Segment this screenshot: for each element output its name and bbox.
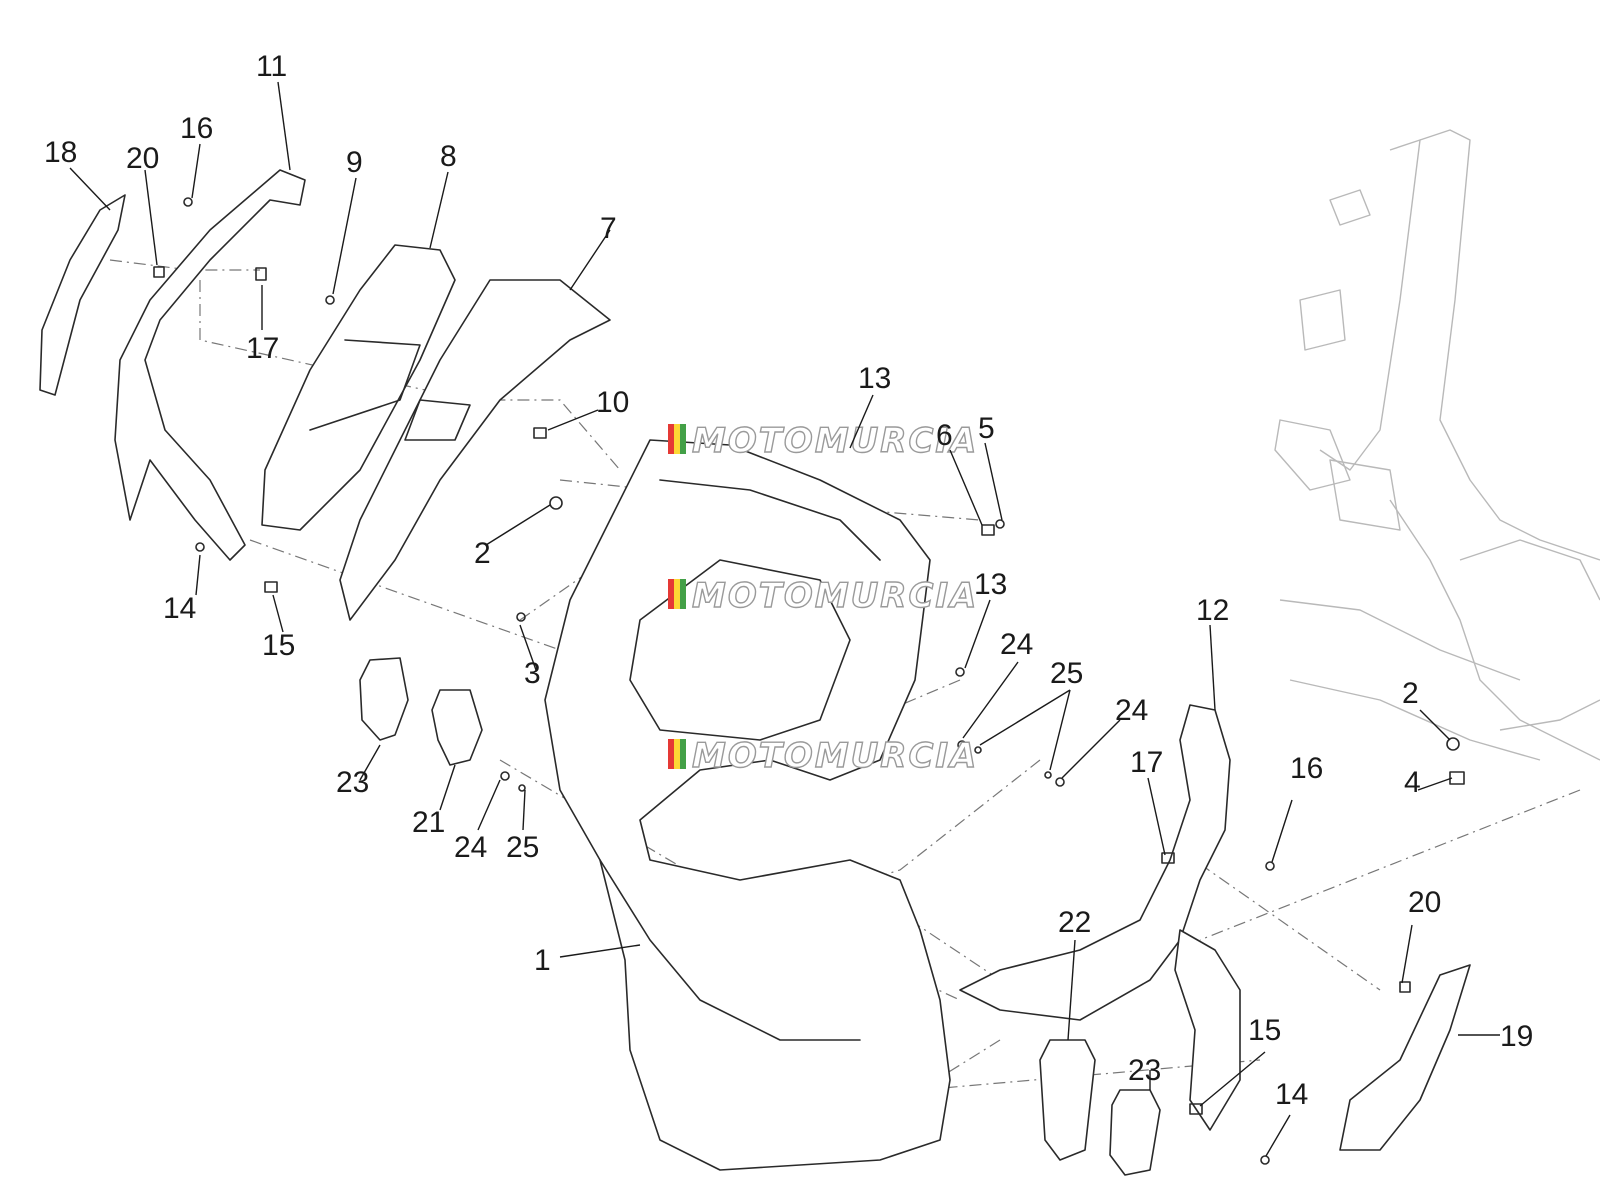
part-19-trim <box>1339 964 1471 1151</box>
callout-24b: 24 <box>1115 694 1148 727</box>
callout-10: 10 <box>596 386 629 419</box>
callout-16: 16 <box>180 112 213 145</box>
callout-18: 18 <box>44 136 77 169</box>
watermark-3: MOTOMURCIA <box>668 735 978 777</box>
callout-17: 17 <box>246 332 279 365</box>
callout-24c: 24 <box>454 831 487 864</box>
svg-text:MOTOMURCIA: MOTOMURCIA <box>692 421 978 461</box>
callout-15b: 15 <box>1248 1014 1281 1047</box>
part-12-lower-trim <box>1174 929 1241 1131</box>
callout-19: 19 <box>1500 1020 1533 1053</box>
part-22-pad <box>1039 1039 1096 1161</box>
callout-2b: 2 <box>1402 677 1419 710</box>
callout-25b: 25 <box>506 831 539 864</box>
callout-14: 14 <box>163 592 196 625</box>
part-23-pad-left <box>359 657 409 741</box>
part-18-trim <box>39 194 126 396</box>
callout-23b: 23 <box>1128 1054 1161 1087</box>
callout-14b: 14 <box>1275 1078 1308 1111</box>
callout-3: 3 <box>524 657 541 690</box>
callout-12: 12 <box>1196 594 1229 627</box>
part-21-bracket <box>431 689 483 766</box>
watermark-2: MOTOMURCIA <box>668 575 978 617</box>
callout-7: 7 <box>600 212 617 245</box>
part-8-center-cover <box>261 244 456 531</box>
callout-13: 13 <box>858 362 891 395</box>
fasteners <box>153 197 1465 1165</box>
callout-13b: 13 <box>974 568 1007 601</box>
leader-lines <box>69 81 1500 1157</box>
callout-23: 23 <box>336 766 369 799</box>
part-1-legshield <box>544 439 951 1171</box>
svg-text:MOTOMURCIA: MOTOMURCIA <box>692 576 978 616</box>
callout-labels: 11 16 18 20 9 8 7 17 10 13 6 5 2 13 14 1… <box>44 50 1533 1111</box>
callout-25: 25 <box>1050 657 1083 690</box>
callout-1: 1 <box>534 944 551 977</box>
callout-6: 6 <box>936 419 953 452</box>
callout-4: 4 <box>1404 766 1421 799</box>
watermark-1: MOTOMURCIA <box>668 420 978 462</box>
part-23-pad-right <box>1109 1089 1161 1176</box>
callout-20b: 20 <box>1408 886 1441 919</box>
part-7-inner-shield <box>339 279 611 621</box>
callout-5: 5 <box>978 412 995 445</box>
callout-8: 8 <box>440 140 457 173</box>
callout-15: 15 <box>262 629 295 662</box>
callout-17b: 17 <box>1130 746 1163 779</box>
callout-16b: 16 <box>1290 752 1323 785</box>
part-12-right-arm <box>959 704 1231 1021</box>
scooter-frame-outline <box>1274 129 1600 761</box>
callout-2: 2 <box>474 537 491 570</box>
callout-22: 22 <box>1058 906 1091 939</box>
callout-9: 9 <box>346 146 363 179</box>
callout-24: 24 <box>1000 628 1033 661</box>
callout-11: 11 <box>256 50 287 83</box>
callout-21: 21 <box>412 806 445 839</box>
callout-20: 20 <box>126 142 159 175</box>
svg-text:MOTOMURCIA: MOTOMURCIA <box>692 736 978 776</box>
part-11-left-arm <box>114 169 306 561</box>
